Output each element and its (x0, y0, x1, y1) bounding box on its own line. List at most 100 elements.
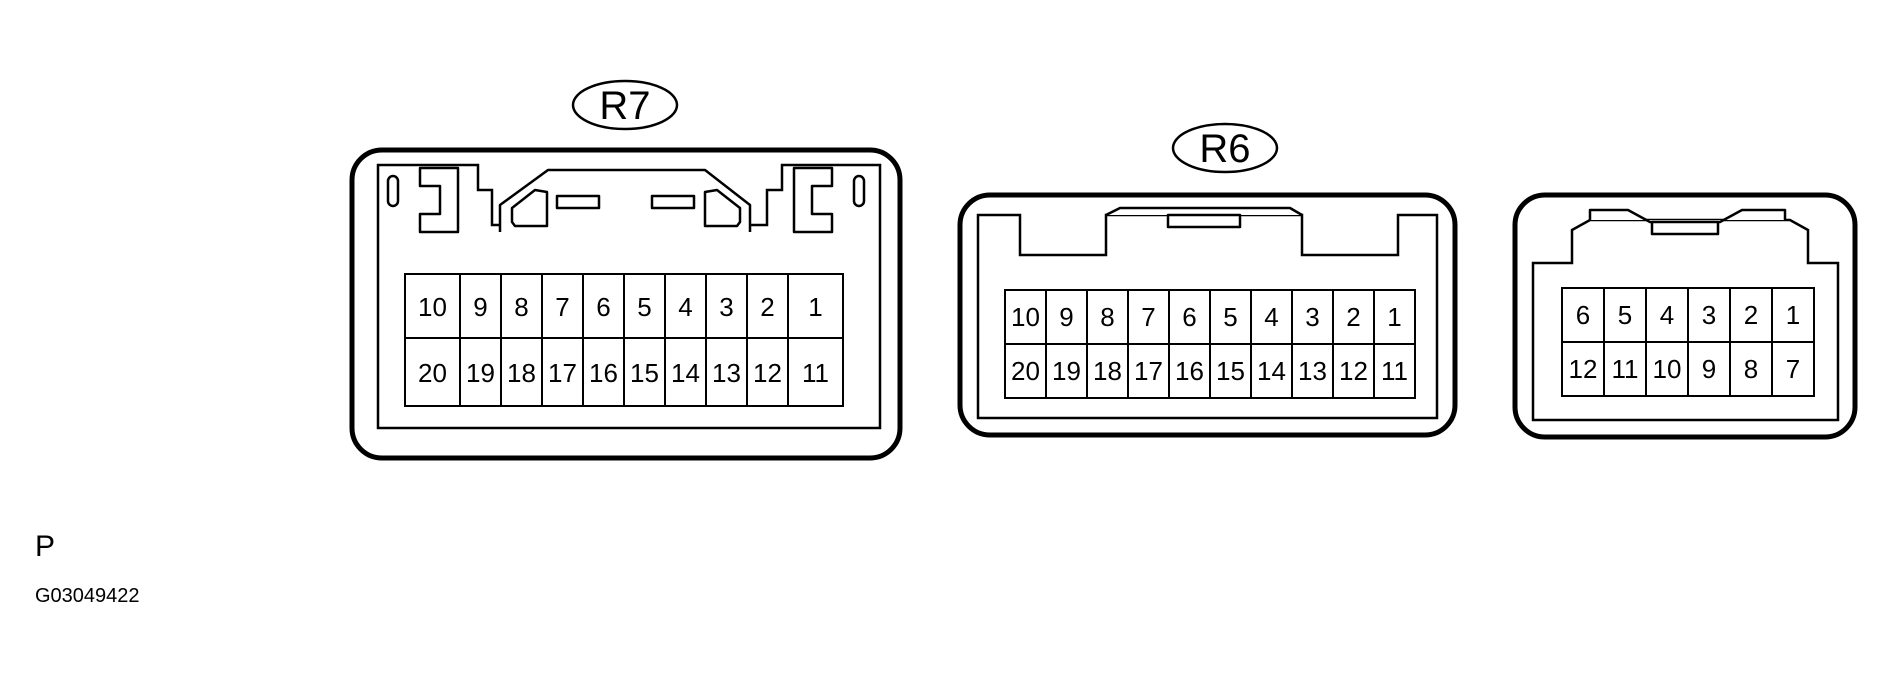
pin-number: 4 (1660, 300, 1674, 330)
pin-cell (1045, 343, 1088, 399)
connector-r6-code-label: R6 (1199, 127, 1250, 171)
pin-number: 18 (507, 358, 536, 388)
pin-cell (1373, 343, 1416, 399)
pin-number: 9 (1059, 302, 1073, 332)
connector-r7-code-ellipse (571, 79, 679, 131)
connector-r7-latch-tab-left (555, 194, 601, 210)
connector-r7-latch-tab-right (650, 194, 696, 210)
pin-number: 18 (1093, 356, 1122, 386)
pin-number: 7 (1786, 354, 1800, 384)
pin-cell (541, 273, 584, 339)
pin-number: 19 (466, 358, 495, 388)
pin-number: 20 (1011, 356, 1040, 386)
pin-cell (746, 273, 789, 339)
pin-number: 2 (760, 292, 774, 322)
connector-r7-code-label: R7 (599, 84, 650, 128)
pin-cell (1127, 343, 1170, 399)
pin-cell (1771, 341, 1815, 397)
connector-r7-key-notch-left (418, 166, 460, 234)
pin-number: 16 (589, 358, 618, 388)
pin-cell (1603, 341, 1647, 397)
pin-number: 10 (418, 292, 447, 322)
pin-number: 13 (712, 358, 741, 388)
pin-number: 12 (1339, 356, 1368, 386)
connector-12pin-latch-tab (1650, 220, 1720, 236)
figure-id: G03049422 (35, 585, 140, 607)
connector-r7-latch (498, 168, 752, 232)
pin-number: 12 (753, 358, 782, 388)
pin-number: 4 (678, 292, 692, 322)
pin-number: 1 (1786, 300, 1800, 330)
page-letter: P (35, 530, 56, 563)
connector-r6-latch (1105, 206, 1303, 217)
pin-number: 9 (1702, 354, 1716, 384)
pin-number: 6 (596, 292, 610, 322)
connector-r7-key-right (852, 174, 866, 208)
pin-number: 8 (1744, 354, 1758, 384)
pin-number: 7 (1141, 302, 1155, 332)
pin-number: 13 (1298, 356, 1327, 386)
connector-r7-inner-outline (376, 163, 882, 430)
pin-number: 5 (1223, 302, 1237, 332)
connector-r7-key-notch-right (792, 166, 834, 234)
pin-number: 6 (1576, 300, 1590, 330)
pin-cell (582, 273, 625, 339)
pin-cell (1771, 287, 1815, 343)
pin-number: 5 (637, 292, 651, 322)
pin-number: 9 (473, 292, 487, 322)
pin-cell (1168, 343, 1211, 399)
pin-number: 19 (1052, 356, 1081, 386)
pin-number: 3 (719, 292, 733, 322)
pin-cell (541, 337, 584, 407)
pin-cell (459, 273, 502, 339)
connector-r6-code-ellipse (1171, 122, 1279, 174)
pin-number: 10 (1011, 302, 1040, 332)
pin-cell (1561, 341, 1605, 397)
pin-cell (1687, 287, 1731, 343)
pin-number: 1 (1387, 302, 1401, 332)
pin-cell (500, 273, 543, 339)
pin-number: 1 (808, 292, 822, 322)
connector-12pin-inner-outline (1531, 218, 1840, 422)
pin-number: 4 (1264, 302, 1278, 332)
pin-number: 6 (1182, 302, 1196, 332)
pin-number: 11 (802, 358, 829, 388)
pin-number: 2 (1744, 300, 1758, 330)
pin-cell (404, 337, 461, 407)
pin-cell (1729, 341, 1773, 397)
connector-r7-latch-notch-left (510, 188, 549, 228)
pin-number: 8 (514, 292, 528, 322)
pin-number: 7 (555, 292, 569, 322)
pin-number: 16 (1175, 356, 1204, 386)
connector-r6-inner-outline (976, 213, 1439, 420)
pin-number: 8 (1100, 302, 1114, 332)
pin-cell (1291, 343, 1334, 399)
pin-number: 11 (1612, 354, 1639, 384)
pin-number: 11 (1381, 356, 1408, 386)
pin-cell (1561, 287, 1605, 343)
pin-cell (1250, 289, 1293, 345)
pin-cell (582, 337, 625, 407)
pin-number: 14 (1257, 356, 1286, 386)
pin-number: 2 (1346, 302, 1360, 332)
pin-number: 3 (1305, 302, 1319, 332)
pin-number: 15 (1216, 356, 1245, 386)
pin-cell (1250, 343, 1293, 399)
pin-number: 20 (418, 358, 447, 388)
pin-number: 3 (1702, 300, 1716, 330)
pin-cell (787, 273, 844, 339)
pin-cell (1332, 289, 1375, 345)
pin-cell (664, 273, 707, 339)
connector-r7-latch-notch-right (703, 188, 742, 228)
pin-number: 17 (1134, 356, 1163, 386)
pin-cell (787, 337, 844, 407)
pin-cell (1291, 289, 1334, 345)
pin-number: 12 (1569, 354, 1598, 384)
connector-r6-latch-tab (1166, 213, 1242, 229)
